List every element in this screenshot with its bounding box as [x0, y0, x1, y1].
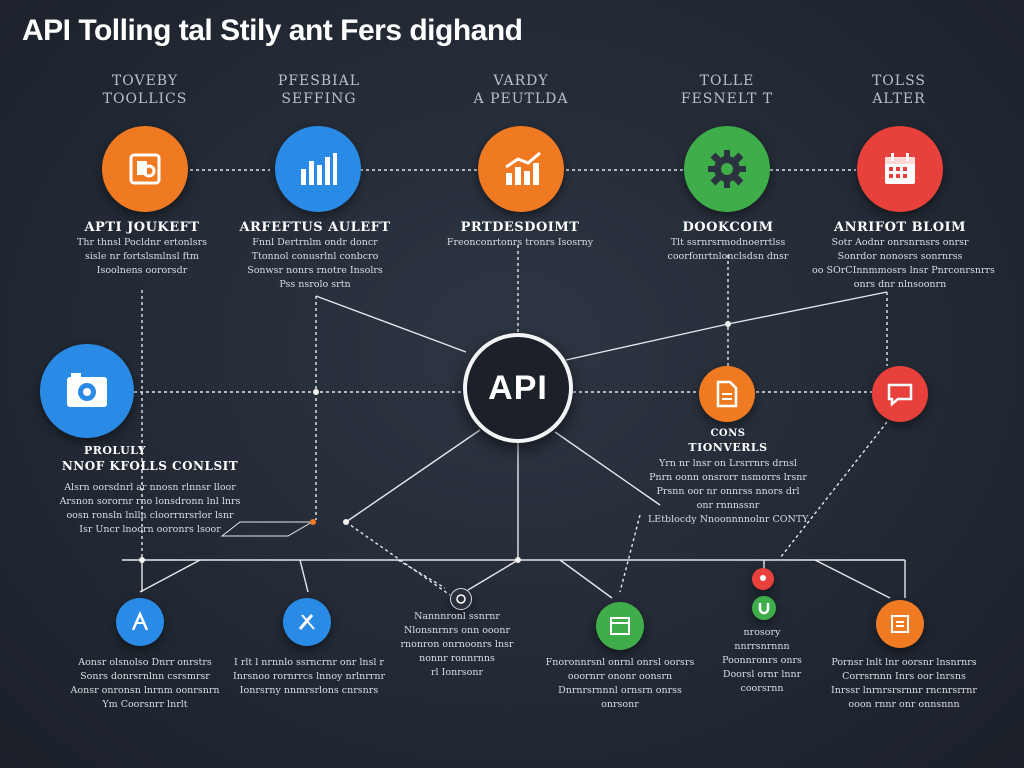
left-node-label: PROLULY — [83, 444, 147, 457]
top-node-3-label: PRTDESDOIMT — [460, 220, 580, 235]
bottom-node-3[interactable] — [450, 588, 472, 610]
tools-icon — [295, 610, 319, 634]
top-node-2-label: ARFEFTUS AULEFT — [239, 220, 391, 235]
page-title: API Tolling tal Stily ant Fers dighand — [22, 14, 523, 47]
bottom-node-5a[interactable] — [752, 568, 774, 590]
browser-icon — [608, 615, 632, 637]
top-node-3[interactable] — [478, 126, 564, 212]
card-icon — [888, 612, 912, 636]
top-node-5-label: ANRIFOT BLOIM — [833, 220, 967, 235]
top-node-4[interactable] — [684, 126, 770, 212]
top-node-1[interactable] — [102, 126, 188, 212]
gear-icon — [705, 147, 749, 191]
bottom-node-6[interactable] — [876, 600, 924, 648]
top-node-3-description: Freonconrtonrs tronrs Isosrny — [446, 237, 594, 248]
junction-dot — [310, 519, 316, 525]
chat-icon — [886, 381, 914, 407]
bottom-node-2[interactable] — [283, 598, 331, 646]
right-node-1[interactable] — [699, 366, 755, 422]
right-node-sublabel: TIONVERLS — [688, 441, 768, 454]
file-icon — [714, 380, 740, 408]
bottom-node-4[interactable] — [596, 602, 644, 650]
top-node-2[interactable] — [275, 126, 361, 212]
junction-dot — [343, 519, 349, 525]
right-node-label: CONS — [710, 428, 746, 439]
magnet-icon — [757, 601, 771, 615]
left-node-sublabel: NNOF KFOLLS CONLSIT — [61, 459, 239, 473]
junction-dot — [725, 321, 731, 327]
junction-dot — [313, 389, 319, 395]
api-hub[interactable]: API — [463, 333, 573, 443]
junction-dot — [139, 557, 145, 563]
camera-icon — [63, 371, 111, 411]
document-icon — [125, 149, 165, 189]
right-node-2[interactable] — [872, 366, 928, 422]
junction-dot — [515, 557, 521, 563]
bottom-node-5b[interactable] — [752, 596, 776, 620]
link-icon — [455, 593, 467, 605]
top-node-1-label: APTI JOUKEFT — [84, 220, 200, 235]
trend-chart-icon — [500, 149, 542, 189]
bottom-node-1[interactable] — [116, 598, 164, 646]
left-node[interactable] — [40, 344, 134, 438]
pin-icon — [757, 573, 769, 585]
fork-icon — [128, 610, 152, 634]
calendar-icon — [880, 149, 920, 189]
api-hub-label: API — [488, 368, 548, 407]
bar-chart-icon — [297, 149, 339, 189]
top-node-5[interactable] — [857, 126, 943, 212]
top-node-4-label: DOOKCOIM — [682, 220, 774, 235]
